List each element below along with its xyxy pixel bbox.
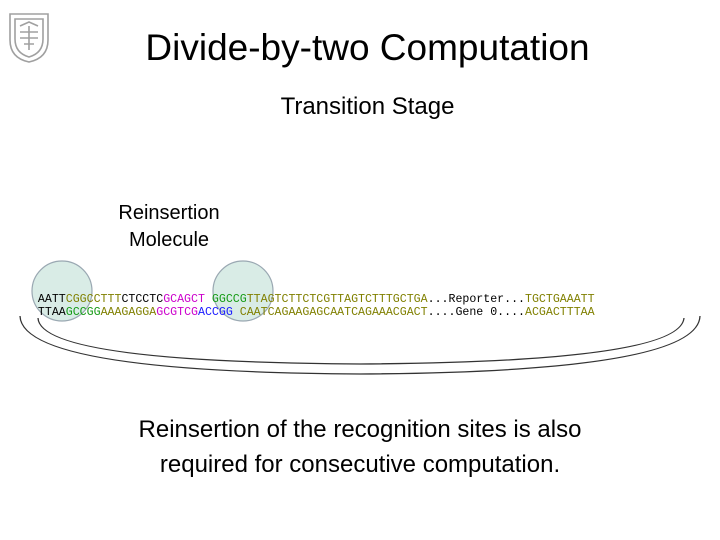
caption: Reinsertion of the recognition sites is … <box>0 412 720 482</box>
seq-top-seg-8: TGCTGAAATT <box>525 293 595 306</box>
sequence-top-strand: AATTCGGCCTTTCTCCTCGCAGCT GGCCGTTAGTCTTCT… <box>24 279 595 307</box>
inner-arc <box>37 317 685 365</box>
page-subtitle: Transition Stage <box>280 93 455 120</box>
caption-line1: Reinsertion of the recognition sites is … <box>138 416 582 443</box>
technion-logo-icon <box>9 13 49 63</box>
seq-top-seg-2: CTCCTC <box>121 293 164 306</box>
molecule-label-line1: Reinsertion <box>118 202 220 224</box>
seq-bottom-seg-0: TTAA <box>37 306 66 319</box>
seq-top-seg-1: CGGCCTTT <box>65 293 122 306</box>
seq-top-seg-3: GCAGCT <box>163 293 205 306</box>
seq-top-seg-5: GGCCG <box>211 293 247 306</box>
seq-bottom-seg-3: GCGTCG <box>156 306 198 319</box>
seq-bottom-seg-6: CAATCAGAAGAGCAATCAGAAACGACT <box>239 306 428 319</box>
seq-bottom-seg-7: ....Gene 0.... <box>427 306 526 319</box>
seq-bottom-seg-4: ACCGG <box>197 306 233 319</box>
molecule-label-line2: Molecule <box>128 229 210 251</box>
seq-top-seg-6: TTAGTCTTCTCGTTAGTCTTTGCTGA <box>246 293 428 306</box>
seq-bottom-seg-8: ACGACTTTAA <box>525 306 595 319</box>
seq-top-seg-0: AATT <box>37 293 66 306</box>
seq-bottom-seg-2: AAAGAGGA <box>100 306 157 319</box>
outer-arc <box>19 315 701 375</box>
molecule-label: Reinsertion Molecule <box>84 200 254 254</box>
seq-bottom-seg-1: GCCGG <box>65 306 101 319</box>
seq-top-seg-7: ...Reporter... <box>427 293 526 306</box>
seq-bottom-seg-5 <box>233 306 240 319</box>
page-title: Divide-by-two Computation <box>145 27 590 68</box>
sequence-bottom-strand: TTAAGCCGGAAAGAGGAGCGTCGACCGG CAATCAGAAGA… <box>24 292 595 320</box>
caption-line2: required for consecutive computation. <box>159 451 561 478</box>
